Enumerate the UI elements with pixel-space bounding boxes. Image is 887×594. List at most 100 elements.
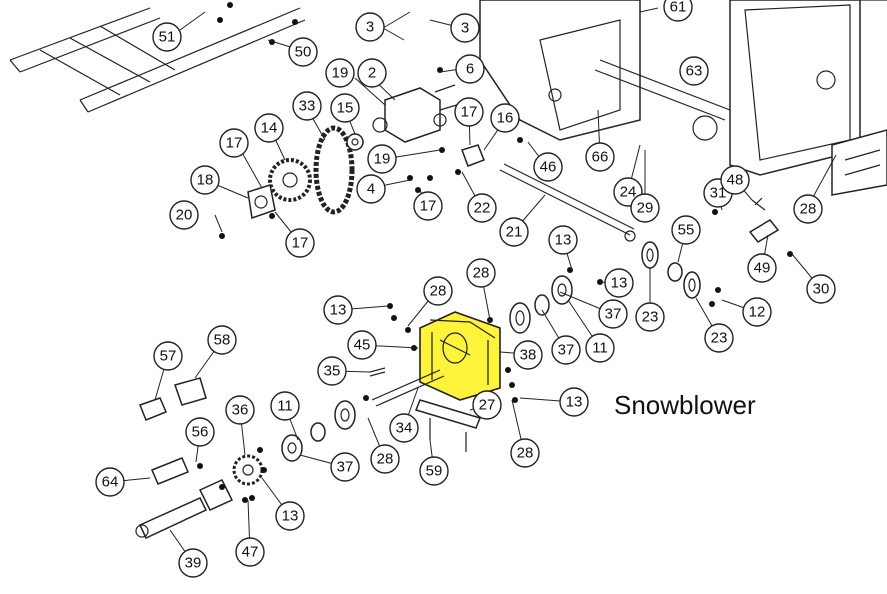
callout-label: 45 <box>354 337 371 354</box>
callout-19: 19 <box>367 144 397 174</box>
universal-joints <box>139 377 207 421</box>
callout-label: 58 <box>214 332 231 349</box>
callout-label: 49 <box>754 260 771 277</box>
callout-45: 45 <box>347 330 377 360</box>
callout-12: 12 <box>742 297 772 327</box>
callout-55: 55 <box>671 215 701 245</box>
callout-18: 18 <box>190 165 220 195</box>
callout-label: 63 <box>686 63 703 80</box>
callout-label: 28 <box>430 283 447 300</box>
callout-22: 22 <box>467 193 497 223</box>
callout-28: 28 <box>423 276 453 306</box>
callout-label: 20 <box>176 207 193 224</box>
callout-label: 24 <box>620 184 637 201</box>
bearing-flanges-right <box>641 241 701 299</box>
callout-label: 57 <box>160 348 177 365</box>
callout-label: 30 <box>813 281 830 298</box>
callout-label: 23 <box>642 309 659 326</box>
callout-label: 55 <box>678 222 695 239</box>
callout-13: 13 <box>323 295 353 325</box>
callout-label: 17 <box>461 104 478 121</box>
callout-2: 2 <box>357 58 387 88</box>
callout-66: 66 <box>585 142 615 172</box>
callout-11: 11 <box>270 391 300 421</box>
callout-13: 13 <box>559 387 589 417</box>
bolts-59 <box>429 418 467 452</box>
callout-label: 4 <box>367 181 375 198</box>
callout-label: 37 <box>605 306 622 323</box>
highlighted-bracket-45 <box>419 311 501 401</box>
coupler <box>461 144 485 167</box>
callout-label: 34 <box>396 420 413 437</box>
callout-21: 21 <box>499 217 529 247</box>
part-drawings <box>9 0 887 564</box>
callout-label: 6 <box>466 61 474 78</box>
callout-label: 28 <box>800 201 817 218</box>
callout-39: 39 <box>178 548 208 578</box>
callouts: 51 50 3 3 61 6 19 2 63 33 15 17 16 17 14… <box>95 0 836 578</box>
short-shaft <box>371 369 445 407</box>
callout-label: 61 <box>670 0 687 16</box>
callout-label: 3 <box>461 20 469 37</box>
callout-label: 13 <box>282 508 299 525</box>
callout-3: 3 <box>450 13 480 43</box>
callout-label: 38 <box>520 347 537 364</box>
callout-label: 51 <box>159 29 176 46</box>
callout-6: 6 <box>455 54 485 84</box>
bearing-upper <box>346 133 364 151</box>
callout-label: 37 <box>558 342 575 359</box>
callout-38: 38 <box>513 340 543 370</box>
callout-label: 64 <box>102 474 119 491</box>
callout-37: 37 <box>330 452 360 482</box>
callout-label: 56 <box>192 424 209 441</box>
callout-3: 3 <box>355 12 385 42</box>
callout-56: 56 <box>185 417 215 447</box>
callout-59: 59 <box>419 456 449 486</box>
callout-label: 31 <box>710 185 727 202</box>
callout-label: 11 <box>592 340 608 357</box>
callout-51: 51 <box>152 22 182 52</box>
callout-33: 33 <box>292 91 322 121</box>
callout-label: 47 <box>242 544 259 561</box>
callout-64: 64 <box>95 467 125 497</box>
callout-label: 46 <box>540 159 557 176</box>
callout-63: 63 <box>679 56 709 86</box>
bearing-group-middle <box>509 275 573 334</box>
callout-29: 29 <box>630 193 660 223</box>
callout-15: 15 <box>330 93 360 123</box>
callout-label: 2 <box>368 65 376 82</box>
callout-label: 27 <box>479 397 496 414</box>
callout-13: 13 <box>604 268 634 298</box>
callout-58: 58 <box>207 325 237 355</box>
callout-label: 19 <box>374 151 391 168</box>
callout-17: 17 <box>285 228 315 258</box>
callout-label: 15 <box>337 100 354 117</box>
callout-label: 50 <box>295 44 312 61</box>
callout-28: 28 <box>510 438 540 468</box>
callout-label: 12 <box>749 304 766 321</box>
callout-label: 28 <box>517 445 534 462</box>
callout-label: 3 <box>366 19 374 36</box>
callout-16: 16 <box>490 103 520 133</box>
callout-label: 37 <box>337 459 354 476</box>
bearing-group-lower <box>281 400 356 462</box>
callout-label: 28 <box>473 265 490 282</box>
callout-28: 28 <box>466 258 496 288</box>
callout-50: 50 <box>288 37 318 67</box>
callout-label: 48 <box>727 172 744 189</box>
callout-label: 13 <box>611 275 628 292</box>
callout-20: 20 <box>169 200 199 230</box>
sprocket-lower <box>232 454 264 486</box>
pto-shaft <box>135 479 234 539</box>
callout-label: 13 <box>330 302 347 319</box>
callout-label: 17 <box>292 235 309 252</box>
callout-17: 17 <box>219 128 249 158</box>
sprocket-upper <box>268 158 312 202</box>
callout-11: 11 <box>585 333 615 363</box>
sleeve <box>151 457 189 485</box>
callout-61: 61 <box>663 0 693 22</box>
callout-label: 39 <box>185 555 202 572</box>
callout-label: 18 <box>197 172 214 189</box>
callout-37: 37 <box>551 335 581 365</box>
